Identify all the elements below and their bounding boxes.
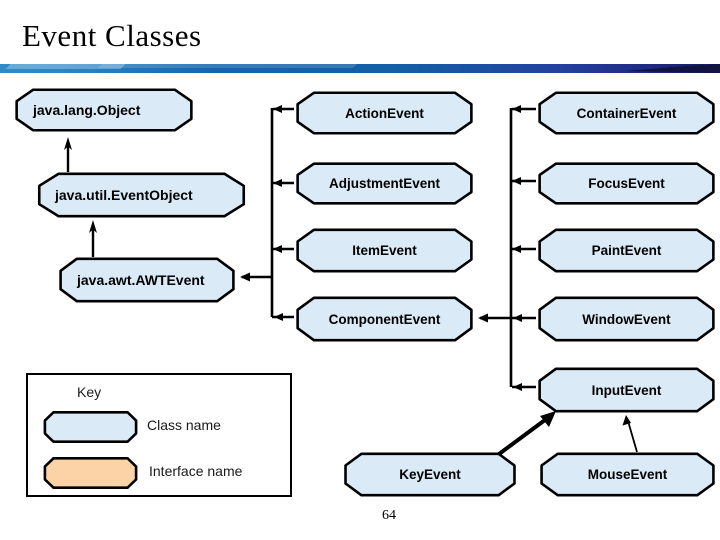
node-label: WindowEvent [582, 311, 671, 327]
node-paintevent: PaintEvent [536, 228, 717, 273]
node-label: java.lang.Object [33, 102, 141, 118]
node-keyevent: KeyEvent [342, 452, 518, 497]
node-label: ActionEvent [345, 105, 424, 121]
legend-class-swatch [43, 411, 138, 443]
node-java-util-eventobject: java.util.EventObject [35, 172, 248, 218]
page-number: 64 [382, 508, 396, 523]
legend-title: Key [77, 384, 102, 400]
page-title: Event Classes [22, 18, 202, 53]
node-label: java.awt.AWTEvent [77, 272, 205, 288]
node-inputevent: InputEvent [536, 367, 717, 413]
node-adjustmentevent: AdjustmentEvent [294, 162, 475, 205]
node-java-awt-awtevent: java.awt.AWTEvent [57, 257, 237, 303]
node-label: ComponentEvent [328, 311, 441, 327]
node-label: MouseEvent [587, 467, 668, 482]
legend-interface-swatch [43, 457, 138, 489]
node-label: ContainerEvent [576, 105, 677, 121]
legend-key-box: Key Class name Interface name [26, 373, 292, 497]
node-focusevent: FocusEvent [536, 162, 717, 205]
legend-class-label: Class name [147, 417, 221, 433]
node-itemevent: ItemEvent [294, 228, 475, 273]
bar-dark-tip [625, 64, 720, 73]
title-divider-bar [0, 64, 720, 73]
node-label: AdjustmentEvent [328, 176, 440, 191]
node-actionevent: ActionEvent [294, 91, 475, 135]
node-java-lang-object: java.lang.Object [13, 88, 195, 132]
bar-highlight-swoosh-2 [97, 64, 358, 68]
node-componentevent: ComponentEvent [294, 296, 475, 342]
node-label: PaintEvent [591, 243, 662, 258]
node-windowevent: WindowEvent [536, 296, 717, 342]
node-containerevent: ContainerEvent [536, 91, 717, 135]
node-label: FocusEvent [588, 176, 665, 191]
node-label: ItemEvent [352, 243, 417, 258]
node-mouseevent: MouseEvent [538, 452, 717, 497]
node-label: InputEvent [591, 382, 662, 398]
node-label: java.util.EventObject [55, 187, 193, 203]
node-label: KeyEvent [399, 467, 461, 482]
legend-interface-label: Interface name [149, 463, 243, 479]
